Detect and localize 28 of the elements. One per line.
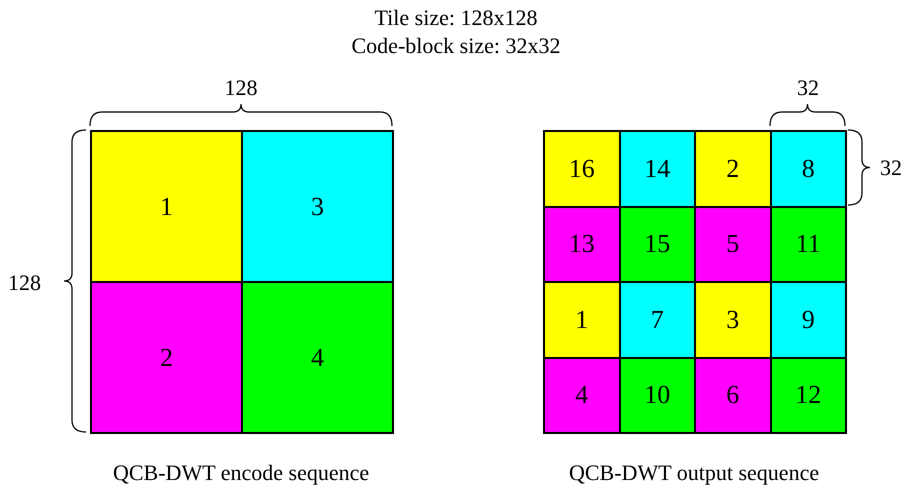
code-block-cell: 1 [543,281,620,358]
code-block-cell: 1 [90,130,243,283]
title-text: Tile size: 128x128 [374,5,538,32]
code-block-cell: 4 [543,356,620,434]
code-block-cell: 6 [694,356,772,434]
title-text: Code-block size: 32x32 [352,33,560,60]
code-block-cell: 2 [694,130,772,208]
caption-text: QCB-DWT encode sequence [113,460,370,486]
code-block-cell: 10 [618,356,696,434]
code-block-cell: 4 [241,281,394,434]
dimension-label: 32 [880,155,902,182]
code-block-cell: 14 [618,130,696,208]
code-block-cell: 13 [543,206,620,283]
code-block-cell: 11 [770,206,847,283]
code-block-cell: 16 [543,130,620,208]
code-block-cell: 15 [618,206,696,283]
dimension-label: 128 [8,270,41,296]
dimension-label: 32 [797,75,819,102]
code-block-cell: 9 [770,281,847,358]
code-block-cell: 7 [618,281,696,358]
code-block-cell: 8 [770,130,847,208]
dimension-label: 128 [224,75,258,102]
caption-text: QCB-DWT output sequence [569,460,820,486]
code-block-cell: 3 [241,130,394,283]
code-block-cell: 5 [694,206,772,283]
code-block-cell: 12 [770,356,847,434]
code-block-cell: 3 [694,281,772,358]
code-block-cell: 2 [90,281,243,434]
